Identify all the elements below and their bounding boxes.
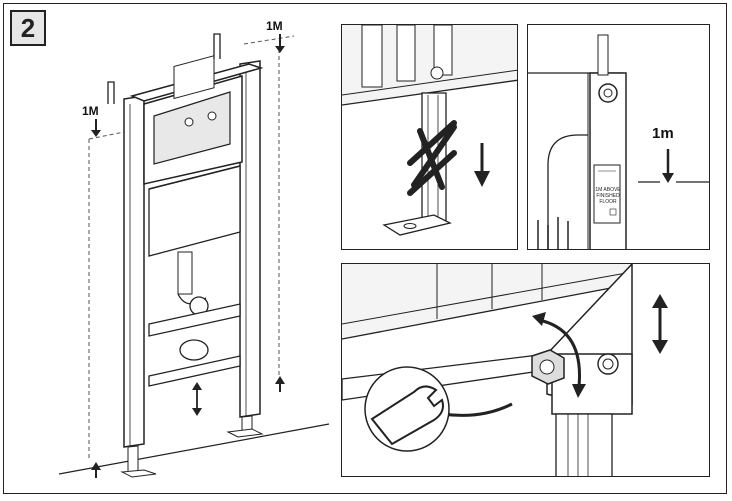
left-height-label: 1M	[82, 104, 99, 118]
sticker-line-1: 1M ABOVE	[595, 187, 621, 193]
step-number: 2	[10, 10, 46, 46]
detail-panel-height-mark: 1M ABOVE FINISHED FLOOR 1m	[527, 24, 710, 250]
right-height-label: 1M	[266, 19, 283, 33]
installation-frame-illustration	[58, 33, 330, 478]
detail-panel-wrong-support	[341, 24, 518, 250]
detail-panel-wrench-adjust	[341, 263, 710, 477]
sticker-line-3: FLOOR	[599, 199, 617, 205]
wrong-support-illustration	[342, 25, 517, 236]
height-sticker: 1M ABOVE FINISHED FLOOR	[595, 187, 621, 205]
main-figure: 1M 1M	[4, 4, 334, 495]
height-label-1m: 1m	[652, 125, 674, 142]
wrench-adjust-illustration	[342, 264, 668, 476]
instruction-sheet: 2	[3, 3, 727, 494]
sticker-line-2: FINISHED	[596, 193, 620, 199]
height-mark-illustration	[528, 34, 709, 249]
